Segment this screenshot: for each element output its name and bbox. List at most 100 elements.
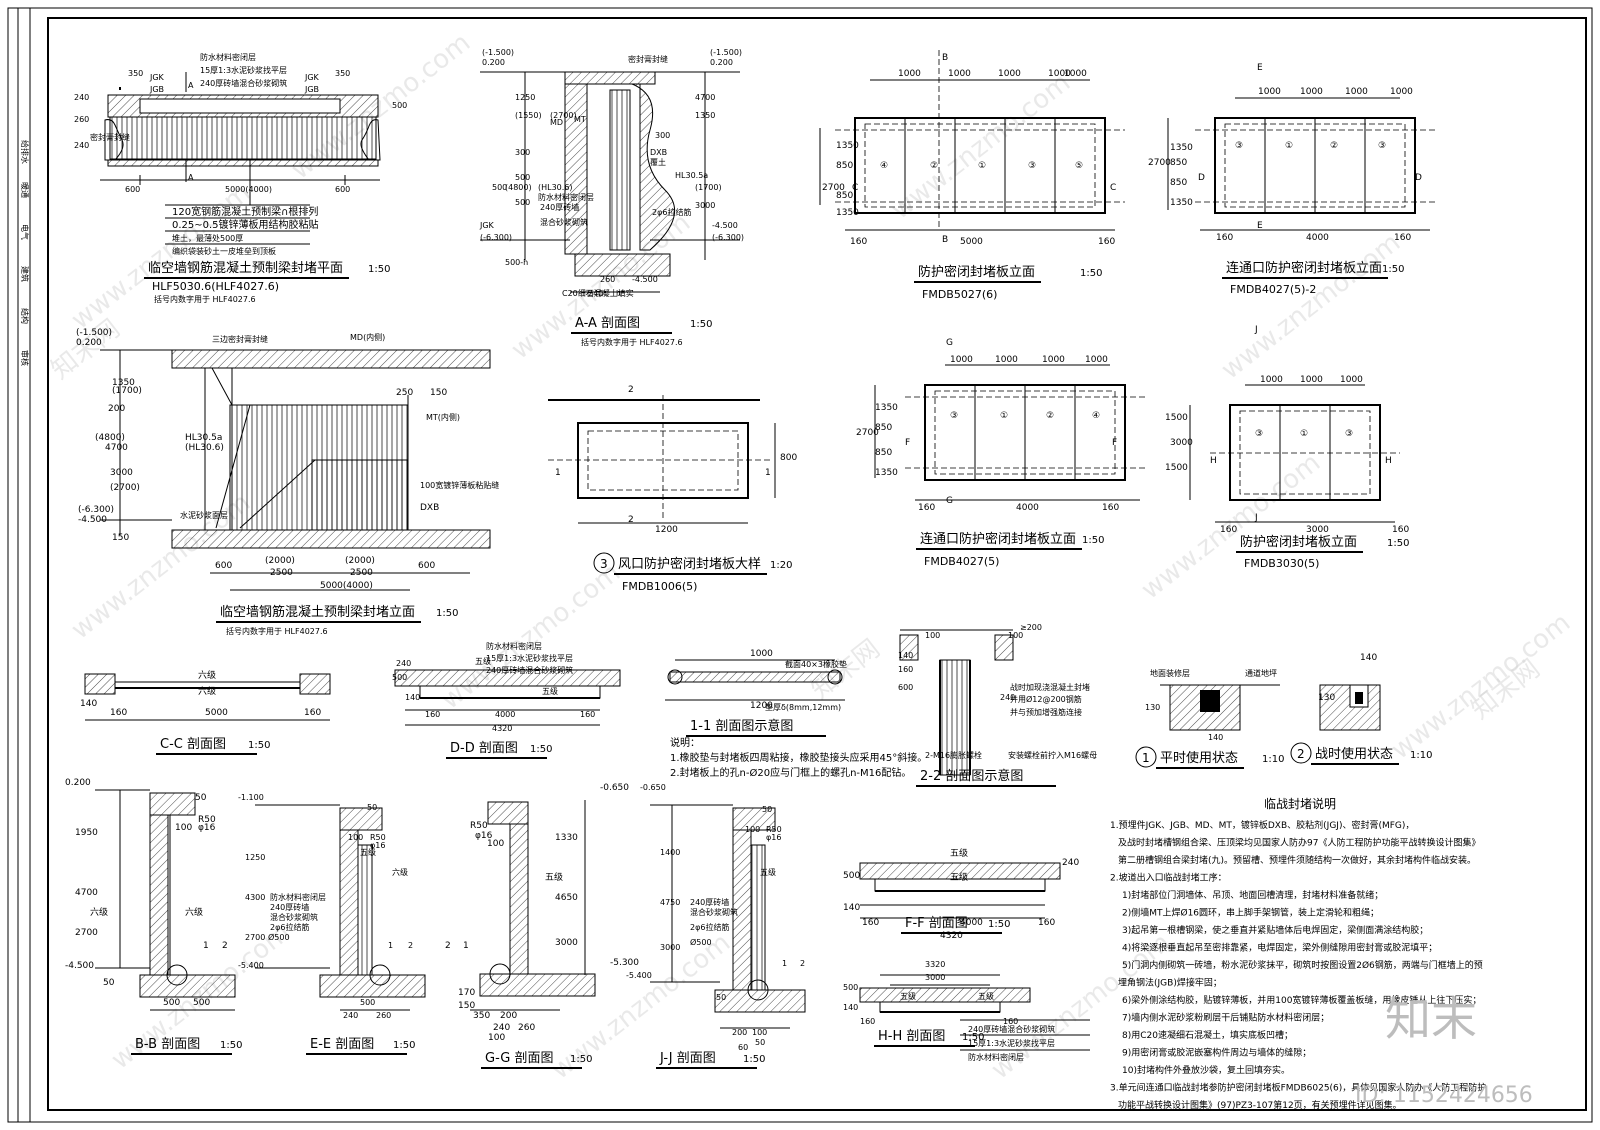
dimension-label: 100 bbox=[1008, 631, 1023, 640]
dimension-label: Ø500 bbox=[690, 937, 712, 947]
notes-item: 4)将梁逐根垂直起吊至密排靠紧，电焊固定，梁外侧缝隙用密封膏或胶泥填平； bbox=[1122, 942, 1437, 954]
dimension-label: 5000(4000) bbox=[320, 581, 373, 591]
dimension-label: 160 bbox=[1216, 233, 1233, 243]
dimension-label: E bbox=[1257, 63, 1263, 73]
dimension-label: 15厚1:3水泥砂浆找平层 bbox=[486, 653, 573, 663]
dimension-label: 五级 bbox=[950, 847, 968, 859]
dimension-label: 800 bbox=[780, 453, 797, 463]
dimension-label: 4000 bbox=[1016, 503, 1039, 513]
dimension-label: 五级 bbox=[978, 991, 994, 1001]
view-title: H-H 剖面图 bbox=[878, 1029, 945, 1044]
dimension-label: 2 bbox=[800, 959, 805, 968]
dimension-label: 五级 bbox=[950, 871, 968, 883]
dimension-label: 150 bbox=[458, 1001, 475, 1011]
dimension-label: -4.500 bbox=[65, 961, 94, 971]
dimension-label: 3000 bbox=[695, 201, 715, 210]
dimension-label: 密封膏封缝 bbox=[90, 132, 130, 142]
dimension-label: B bbox=[942, 53, 948, 63]
dimension-label: 140 bbox=[405, 693, 420, 702]
watermark-text: www.znzmo.com bbox=[1216, 228, 1406, 386]
dimension-label: 五级 bbox=[542, 686, 558, 696]
dimension-label: (-6.300) bbox=[480, 233, 512, 242]
dimension-label: (1700) bbox=[695, 183, 722, 192]
view-title: 1-1 剖面图示意图 bbox=[690, 718, 793, 734]
view-scale: 1:10 bbox=[1410, 750, 1432, 761]
notes-item: 3)起吊第一根槽钢梁，使之垂直并紧贴墙体后电焊固定，梁侧面满涂结构胶； bbox=[1122, 924, 1428, 936]
dimension-label: 500 bbox=[193, 998, 210, 1008]
dimension-label: 160 bbox=[1038, 918, 1055, 928]
dimension-label: 3320 bbox=[925, 960, 945, 969]
dimension-label: 250 bbox=[396, 388, 413, 398]
dimension-label: 350 bbox=[473, 1011, 490, 1021]
dimension-label: 1000 bbox=[998, 69, 1021, 79]
dimension-label: (2700) bbox=[550, 111, 577, 120]
dimension-label: 2700 bbox=[1148, 158, 1171, 168]
view-code: FMDB3030(5) bbox=[1244, 557, 1319, 570]
dimension-label: 500 bbox=[392, 673, 407, 682]
dimension-label: -0.650 bbox=[640, 783, 666, 792]
dimension-label: 350 bbox=[335, 69, 350, 78]
dimension-label: G bbox=[946, 338, 953, 348]
view-scale: 1:50 bbox=[690, 319, 712, 330]
dimension-label: (-6.300) bbox=[78, 505, 114, 515]
dimension-label: 并与预加增强筋连接 bbox=[1010, 707, 1082, 717]
notes-item: 8)用C20速凝细石混凝土，填实底板凹槽； bbox=[1122, 1029, 1293, 1041]
side-strip-label: 暖通 bbox=[20, 182, 30, 198]
dimension-label: 覆土 bbox=[650, 157, 666, 167]
dimension-label: 160 bbox=[304, 708, 321, 718]
dimension-label: 1350 bbox=[1170, 198, 1193, 208]
dimension-label: 600 bbox=[125, 185, 140, 194]
dimension-label: 150 bbox=[112, 533, 129, 543]
dimension-label: 六级 bbox=[198, 685, 216, 697]
dimension-label: 4650 bbox=[555, 893, 578, 903]
dimension-label: -4.500 bbox=[712, 221, 738, 230]
view-title: B-B 剖面图 bbox=[135, 1037, 200, 1052]
view-scale: 1:50 bbox=[436, 608, 458, 619]
dimension-label: JGK bbox=[304, 73, 320, 82]
dimension-label: 150 bbox=[430, 388, 447, 398]
view-title: 连通口防护密闭封堵板立面 bbox=[1226, 260, 1382, 276]
dimension-label: 15厚1:3水泥砂浆找平层 bbox=[968, 1038, 1055, 1048]
dimension-label: 水泥砂浆面层 bbox=[180, 510, 228, 520]
dimension-label: 战时加现浇混凝土封堵 bbox=[1010, 682, 1090, 692]
dimension-label: 2-M16膨胀螺栓 bbox=[925, 750, 982, 760]
dimension-label: φ16 bbox=[766, 833, 781, 842]
dimension-label: -1.100 bbox=[238, 793, 264, 802]
view-title: 风口防护密闭封堵板大样 bbox=[618, 556, 761, 572]
dimension-label: J bbox=[1254, 513, 1258, 523]
dimension-label: 1000 bbox=[995, 355, 1018, 365]
dimension-label: G bbox=[946, 496, 953, 506]
dimension-label: 六级 bbox=[198, 669, 216, 681]
dimension-label: C bbox=[852, 183, 858, 193]
dimension-label: 600 bbox=[215, 561, 232, 571]
view-scale: 1:50 bbox=[220, 1040, 242, 1051]
dimension-label: 5000 bbox=[960, 237, 983, 247]
dimension-label: ③ bbox=[1345, 429, 1353, 439]
dimension-label: 50 bbox=[716, 993, 726, 1002]
dimension-label: 130 bbox=[1318, 693, 1335, 703]
view-title: F-F 剖面图 bbox=[905, 916, 968, 931]
view-scale: 1:50 bbox=[743, 1054, 765, 1065]
dimension-label: 160 bbox=[898, 665, 913, 674]
dimension-label: 240 bbox=[74, 141, 89, 150]
dimension-label: 1000 bbox=[1340, 375, 1363, 385]
detail-number: 3 bbox=[600, 557, 608, 571]
dimension-label: ≥200 bbox=[1020, 623, 1042, 632]
notes-item: 1)封堵部位门洞墙体、吊顶、地面回槽清理，封堵材料准备就绪； bbox=[1122, 889, 1383, 901]
dimension-label: 1250 bbox=[515, 93, 535, 102]
notes-item: 1.预埋件JGK、JGB、MD、MT，镀锌板DXB、胶粘剂(JGJ)、密封膏(M… bbox=[1110, 819, 1414, 831]
side-strip-label: 给排水 bbox=[20, 140, 30, 164]
dimension-label: 240 bbox=[1062, 858, 1079, 868]
dimension-label: F bbox=[1112, 438, 1117, 448]
dimension-label: 50 bbox=[755, 1038, 765, 1047]
view-scale: 1:50 bbox=[393, 1040, 415, 1051]
dimension-label: H bbox=[1210, 456, 1217, 466]
dimension-label: 2500 bbox=[270, 568, 293, 578]
view-scale: 1:20 bbox=[770, 560, 792, 571]
dimension-label: 1000 bbox=[1300, 375, 1323, 385]
dimension-label: 600 bbox=[418, 561, 435, 571]
dimension-label: -4.500 bbox=[632, 275, 658, 284]
